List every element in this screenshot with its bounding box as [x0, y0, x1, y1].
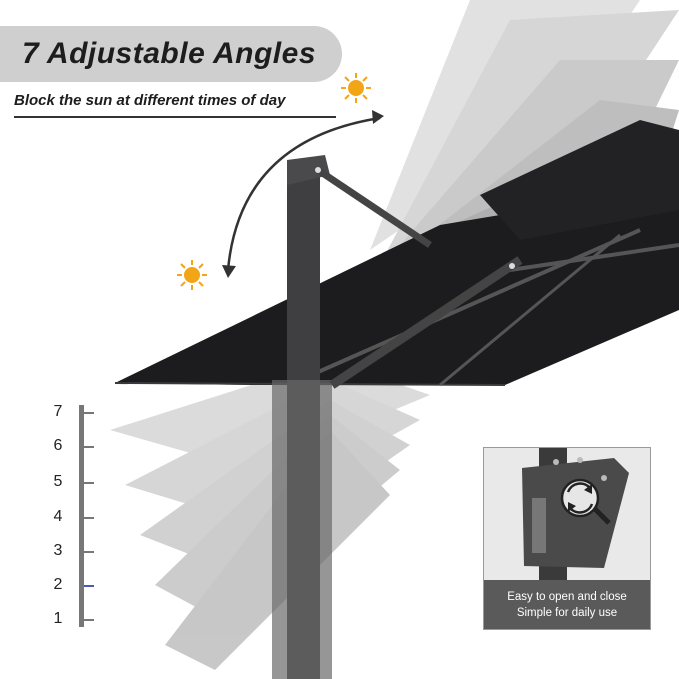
curved-double-arrow-icon — [222, 110, 384, 278]
scale-label-2: 2 — [53, 576, 63, 593]
scale-label-6: 6 — [53, 437, 63, 454]
inset-caption-line-1: Easy to open and close — [507, 590, 627, 603]
sun-icon — [177, 260, 207, 290]
umbrella-frame — [272, 155, 523, 679]
subtitle: Block the sun at different times of day — [14, 92, 286, 109]
sun-icon — [341, 73, 371, 103]
subtitle-underline — [14, 116, 336, 118]
inset-caption-line-2: Simple for daily use — [516, 606, 618, 619]
inset-caption: Easy to open and close Simple for daily … — [484, 580, 650, 629]
scale-label-5: 5 — [53, 473, 63, 490]
main-canopy — [114, 120, 679, 387]
page-title: 7 Adjustable Angles — [22, 37, 317, 70]
scale-label-3: 3 — [53, 542, 63, 559]
ghost-canopies-lower — [110, 360, 430, 670]
scale-label-1: 1 — [53, 610, 63, 627]
crank-detail-image — [522, 448, 629, 580]
scale-label-4: 4 — [53, 508, 63, 525]
rotate-crank-icon — [560, 478, 600, 518]
angle-scale-bar — [79, 405, 94, 627]
crank-detail-inset: Easy to open and close Simple for daily … — [483, 447, 651, 630]
scale-label-7: 7 — [53, 403, 63, 420]
title-banner: 7 Adjustable Angles — [0, 26, 342, 82]
